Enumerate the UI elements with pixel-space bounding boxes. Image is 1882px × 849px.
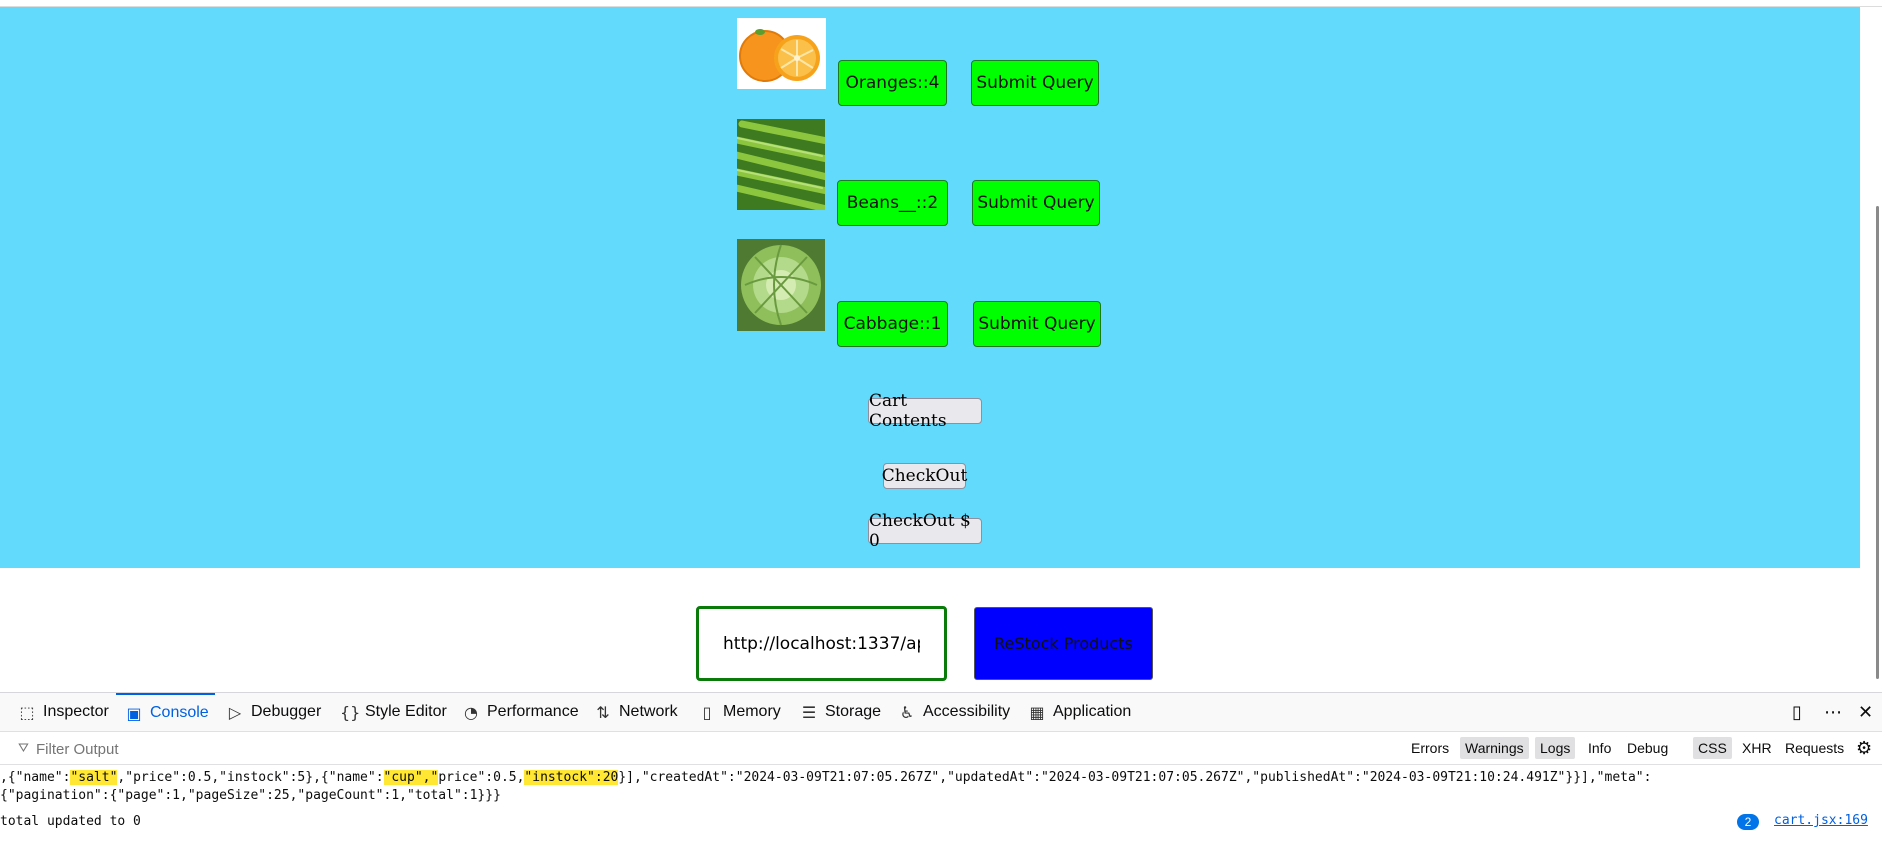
filter-warnings[interactable]: Warnings: [1460, 737, 1529, 759]
cabbage-submit-button[interactable]: Submit Query: [973, 301, 1101, 347]
page-scrollbar-thumb[interactable]: [1876, 206, 1879, 679]
filter-css[interactable]: CSS: [1693, 737, 1732, 759]
filter-info[interactable]: Info: [1588, 740, 1612, 756]
style-editor-icon: {}: [340, 702, 361, 722]
devtools-panel: ⬚ Inspector ▣ Console ▷ Debugger {} Styl…: [0, 692, 1882, 849]
filter-debug[interactable]: Debug: [1627, 740, 1669, 756]
performance-icon: ◔: [464, 702, 478, 722]
source-link[interactable]: cart.jsx:169: [1774, 813, 1868, 828]
checkout-total-button[interactable]: CheckOut $ 0: [868, 511, 982, 551]
tab-label: Application: [1053, 703, 1132, 720]
tab-label: Storage: [825, 703, 882, 720]
console-filter-bar: ⛛ Errors Warnings Logs Info Debug CSS XH…: [0, 732, 1882, 765]
tab-performance[interactable]: ◔ Performance: [462, 693, 579, 731]
tab-label: Inspector: [43, 703, 109, 720]
browser-top-edge: [0, 0, 1882, 7]
console-settings-icon[interactable]: ⚙: [1856, 737, 1873, 759]
storage-icon: ☰: [801, 702, 817, 722]
tab-label: Accessibility: [923, 703, 1011, 720]
tab-accessibility[interactable]: ♿ Accessibility: [898, 693, 1010, 731]
filter-xhr[interactable]: XHR: [1742, 740, 1772, 756]
console-message-continuation: {"pagination":{"page":1,"pageSize":25,"p…: [0, 788, 501, 803]
tab-label: Console: [150, 704, 209, 721]
filter-output-input[interactable]: [16, 736, 338, 762]
console-text: price":0.5,: [438, 770, 525, 785]
checkout-button[interactable]: CheckOut: [882, 463, 967, 489]
more-options-icon[interactable]: ⋯: [1824, 701, 1842, 723]
tab-style-editor[interactable]: {} Style Editor: [340, 693, 447, 731]
tab-inspector[interactable]: ⬚ Inspector: [18, 693, 109, 731]
tab-memory[interactable]: ▯ Memory: [698, 693, 781, 731]
oranges-item-button[interactable]: Oranges::4: [838, 60, 947, 106]
filter-requests[interactable]: Requests: [1785, 740, 1845, 756]
console-log-message: total updated to 0: [0, 814, 141, 829]
oranges-submit-button[interactable]: Submit Query: [971, 60, 1099, 106]
oranges-image: [737, 18, 826, 89]
tab-storage[interactable]: ☰ Storage: [800, 693, 881, 731]
tab-debugger[interactable]: ▷ Debugger: [226, 693, 321, 731]
restock-button[interactable]: ReStock Products: [974, 607, 1153, 680]
debugger-icon: ▷: [228, 702, 242, 722]
tab-label: Memory: [723, 703, 781, 720]
console-icon: ▣: [126, 703, 142, 723]
responsive-design-mode-icon[interactable]: ▯: [1792, 701, 1802, 723]
memory-icon: ▯: [702, 702, 712, 722]
beans-image: [737, 119, 825, 210]
network-icon: ⇅: [596, 702, 610, 722]
cabbage-item-button[interactable]: Cabbage::1: [837, 301, 948, 347]
filter-errors[interactable]: Errors: [1411, 740, 1450, 756]
tab-label: Debugger: [251, 703, 322, 720]
console-text: ,{"name":: [0, 770, 71, 785]
application-icon: ▦: [1029, 702, 1045, 722]
beans-item-button[interactable]: Beans__::2: [837, 180, 948, 226]
tab-application[interactable]: ▦ Application: [1028, 693, 1131, 731]
tab-network[interactable]: ⇅ Network: [594, 693, 678, 731]
console-message: ,{"name":"salt","price":0.5,"instock":5}…: [0, 770, 1651, 785]
console-text: ,"price":0.5,"instock":5},{"name":: [117, 770, 384, 785]
repeat-count-badge: 2: [1737, 814, 1759, 830]
beans-submit-button[interactable]: Submit Query: [972, 180, 1100, 226]
highlight-mark: "salt": [70, 770, 118, 785]
tab-label: Network: [619, 703, 678, 720]
cabbage-image: [737, 239, 825, 331]
tab-label: Style Editor: [365, 703, 447, 720]
devtools-tab-bar: ⬚ Inspector ▣ Console ▷ Debugger {} Styl…: [0, 693, 1882, 732]
tab-label: Performance: [487, 703, 579, 720]
cart-contents-button[interactable]: Cart Contents: [868, 391, 982, 431]
accessibility-icon: ♿: [899, 702, 915, 722]
inspector-icon: ⬚: [19, 702, 35, 722]
tab-console[interactable]: ▣ Console: [116, 693, 215, 731]
highlight-mark: "instock":20: [524, 770, 619, 785]
restock-url-input[interactable]: [696, 606, 947, 681]
console-text: }],"createdAt":"2024-03-09T21:07:05.267Z…: [618, 770, 1652, 785]
filter-logs[interactable]: Logs: [1535, 737, 1576, 759]
highlight-mark: "cup",": [383, 770, 439, 785]
close-icon[interactable]: ✕: [1858, 701, 1874, 723]
store-panel: Oranges::4 Submit Query Beans__::2 Submi…: [0, 7, 1860, 568]
